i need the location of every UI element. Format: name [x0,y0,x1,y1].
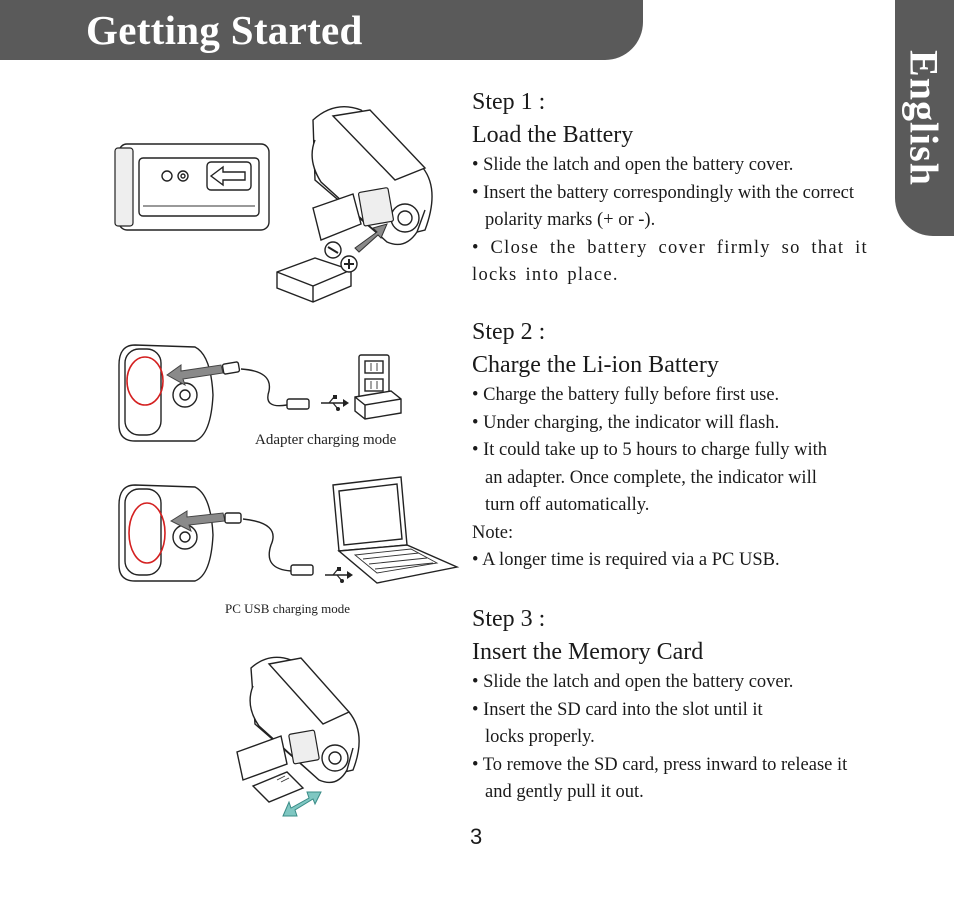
step2-note-label: Note: [472,522,514,543]
list-item: Insert the battery correspondingly with … [472,180,870,235]
usb-port-highlight [126,356,164,406]
list-item: Close the battery cover firmly so that i… [472,235,868,290]
header-band [0,0,643,60]
adapter-caption: Adapter charging mode [255,432,397,448]
step1-number: Step 1 : [472,89,546,115]
page-number: 3 [470,824,483,849]
step2-title: Charge the Li-ion Battery [472,352,719,378]
camera-bottom-illustration [114,143,270,231]
pc-usb-caption: PC USB charging mode [225,601,351,616]
step2-bullets: Charge the battery fully before first us… [472,382,872,520]
insert-arrow-icon [354,223,388,253]
list-item: A longer time is required via a PC USB. [472,547,872,575]
list-item: Slide the latch and open the battery cov… [472,669,872,697]
sd-card-icon [251,771,305,803]
language-tab-label: English [901,50,947,186]
pc-usb-charging-illustration [118,476,460,584]
insert-remove-arrow-icon [282,791,322,817]
step3-section: Step 3 : Insert the Memory Card Slide th… [472,603,872,807]
wall-outlet-icon [358,354,390,402]
step3-bullets: Slide the latch and open the battery cov… [472,669,872,807]
step1-section: Step 1 : Load the Battery Slide the latc… [472,86,872,290]
list-item: Under charging, the indicator will flash… [472,410,872,438]
battery-loading-illustration [276,106,433,303]
usb-icon [325,567,353,583]
step2-note-bullets: A longer time is required via a PC USB. [472,547,872,575]
plug-arrow-icon [169,510,226,532]
list-item: Slide the latch and open the battery cov… [472,152,872,180]
usb-icon [321,395,349,411]
minus-polarity-icon [324,241,342,259]
list-item: Charge the battery fully before first us… [472,382,872,410]
step1-bullets: Slide the latch and open the battery cov… [472,152,872,290]
step3-title: Insert the Memory Card [472,639,704,665]
step2-section: Step 2 : Charge the Li-ion Battery Charg… [472,316,872,575]
list-item: Insert the SD card into the slot until i… [472,697,775,752]
plus-polarity-icon [340,255,358,273]
step1-title: Load the Battery [472,122,634,148]
step3-number: Step 3 : [472,606,546,632]
latch-arrow-icon [209,165,246,187]
laptop-icon [332,476,460,584]
list-item: It could take up to 5 hours to charge fu… [472,437,835,520]
power-adapter-icon [354,390,402,420]
adapter-charging-illustration [118,344,402,442]
list-item: To remove the SD card, press inward to r… [472,752,855,807]
plug-arrow-icon [166,364,224,387]
language-tab [895,0,954,236]
usb-port-highlight [128,502,166,564]
memory-card-illustration [236,656,360,817]
step2-number: Step 2 : [472,319,546,345]
page-title: Getting Started [86,7,363,53]
